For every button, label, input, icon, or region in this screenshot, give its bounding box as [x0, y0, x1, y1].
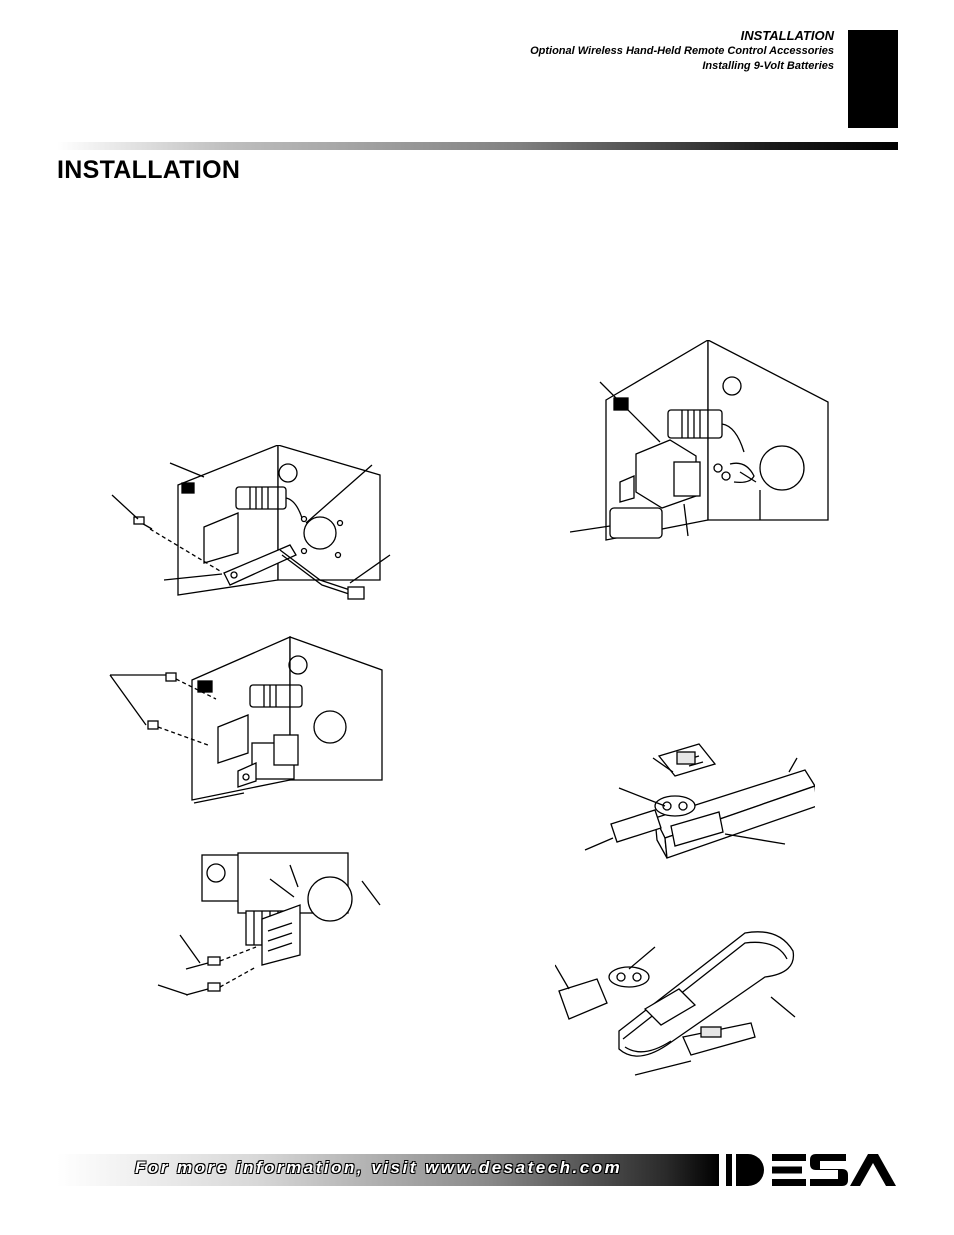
desa-logo — [726, 1150, 901, 1195]
figure-gas-valve-wiring — [150, 845, 390, 1020]
header-subtitle-2: Installing 9-Volt Batteries — [702, 60, 834, 72]
header-rule — [57, 142, 898, 150]
running-header: INSTALLATION Optional Wireless Hand-Held… — [530, 28, 834, 74]
figure-bracket-exploded — [100, 445, 400, 625]
header-section-title: INSTALLATION — [740, 28, 834, 43]
figure-receiver-installed — [100, 635, 400, 815]
page-title: INSTALLATION — [57, 156, 241, 184]
figure-remote-battery-a — [575, 740, 815, 870]
figure-receiver-battery — [570, 340, 840, 550]
figure-remote-battery-b — [555, 925, 805, 1085]
footer-website-text: For more information, visit www.desatech… — [135, 1158, 623, 1177]
footer-bar — [57, 1154, 719, 1186]
header-subtitle-1: Optional Wireless Hand-Held Remote Contr… — [530, 45, 834, 57]
header-tab-block — [848, 30, 898, 128]
